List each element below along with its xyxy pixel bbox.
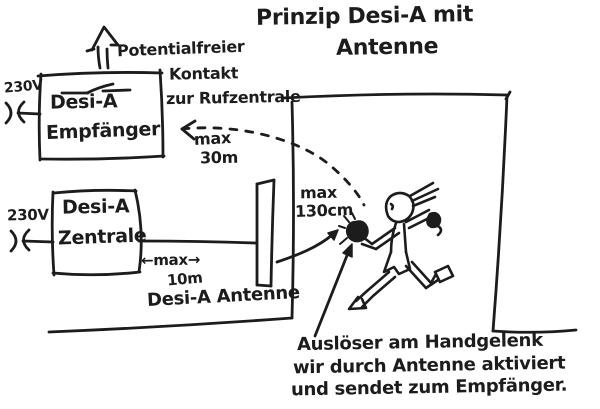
caption-arrow <box>313 243 353 338</box>
up-arrow-icon <box>85 25 120 70</box>
antenna-shape <box>255 178 276 288</box>
runner-front-foot <box>347 295 368 311</box>
caption-line3: und sendet zum Empfänger. <box>290 374 568 401</box>
speed-lines <box>408 181 440 208</box>
mains-connector-central-icon <box>9 228 55 253</box>
contact-note-line2: Kontakt <box>168 63 239 84</box>
receiver-name-line1: Desi-A <box>49 90 118 114</box>
contact-note-line1: Potentialfreier <box>116 36 245 61</box>
wrist-range-line2: 130cm <box>294 199 354 222</box>
receiver-box <box>36 68 166 162</box>
cable-range-length: 10m <box>166 268 204 290</box>
wrist-range-line1: max <box>299 182 338 203</box>
wrist-range-arrow <box>275 229 339 264</box>
page-title-line1: Prinzip Desi-A mit <box>255 2 474 31</box>
runner-rear-foot <box>433 264 455 284</box>
central-name-line1: Desi-A <box>61 195 130 219</box>
mains-connector-receiver-icon <box>4 100 42 125</box>
switch-contact-icon <box>60 82 132 95</box>
cable-range-arrows: ←max→ <box>140 250 201 270</box>
central-box <box>50 188 143 277</box>
wrist-transmitter <box>338 212 369 245</box>
runner-figure <box>338 181 455 311</box>
central-voltage-label: 230V <box>6 205 49 225</box>
caption-line1: Auslöser am Handgelenk <box>296 329 543 356</box>
caption-line2: wir durch Antenne aktiviert <box>292 352 566 379</box>
receiver-voltage-label: 230V <box>3 77 44 97</box>
receiver-range-line2: 30m <box>199 147 239 168</box>
central-name-line2: Zentrale <box>57 224 147 250</box>
page-title-line2: Antenne <box>335 34 439 61</box>
antenna-cable <box>137 239 258 245</box>
radio-range-arc <box>180 119 366 207</box>
receiver-name-line2: Empfänger <box>45 118 161 144</box>
room-outline <box>47 90 578 334</box>
runner-eye <box>389 202 395 211</box>
runner-shorts <box>382 250 412 276</box>
receiver-range-line1: max <box>193 128 232 149</box>
contact-note-line3: zur Rufzentrale <box>165 86 301 109</box>
runner-head <box>384 191 415 224</box>
